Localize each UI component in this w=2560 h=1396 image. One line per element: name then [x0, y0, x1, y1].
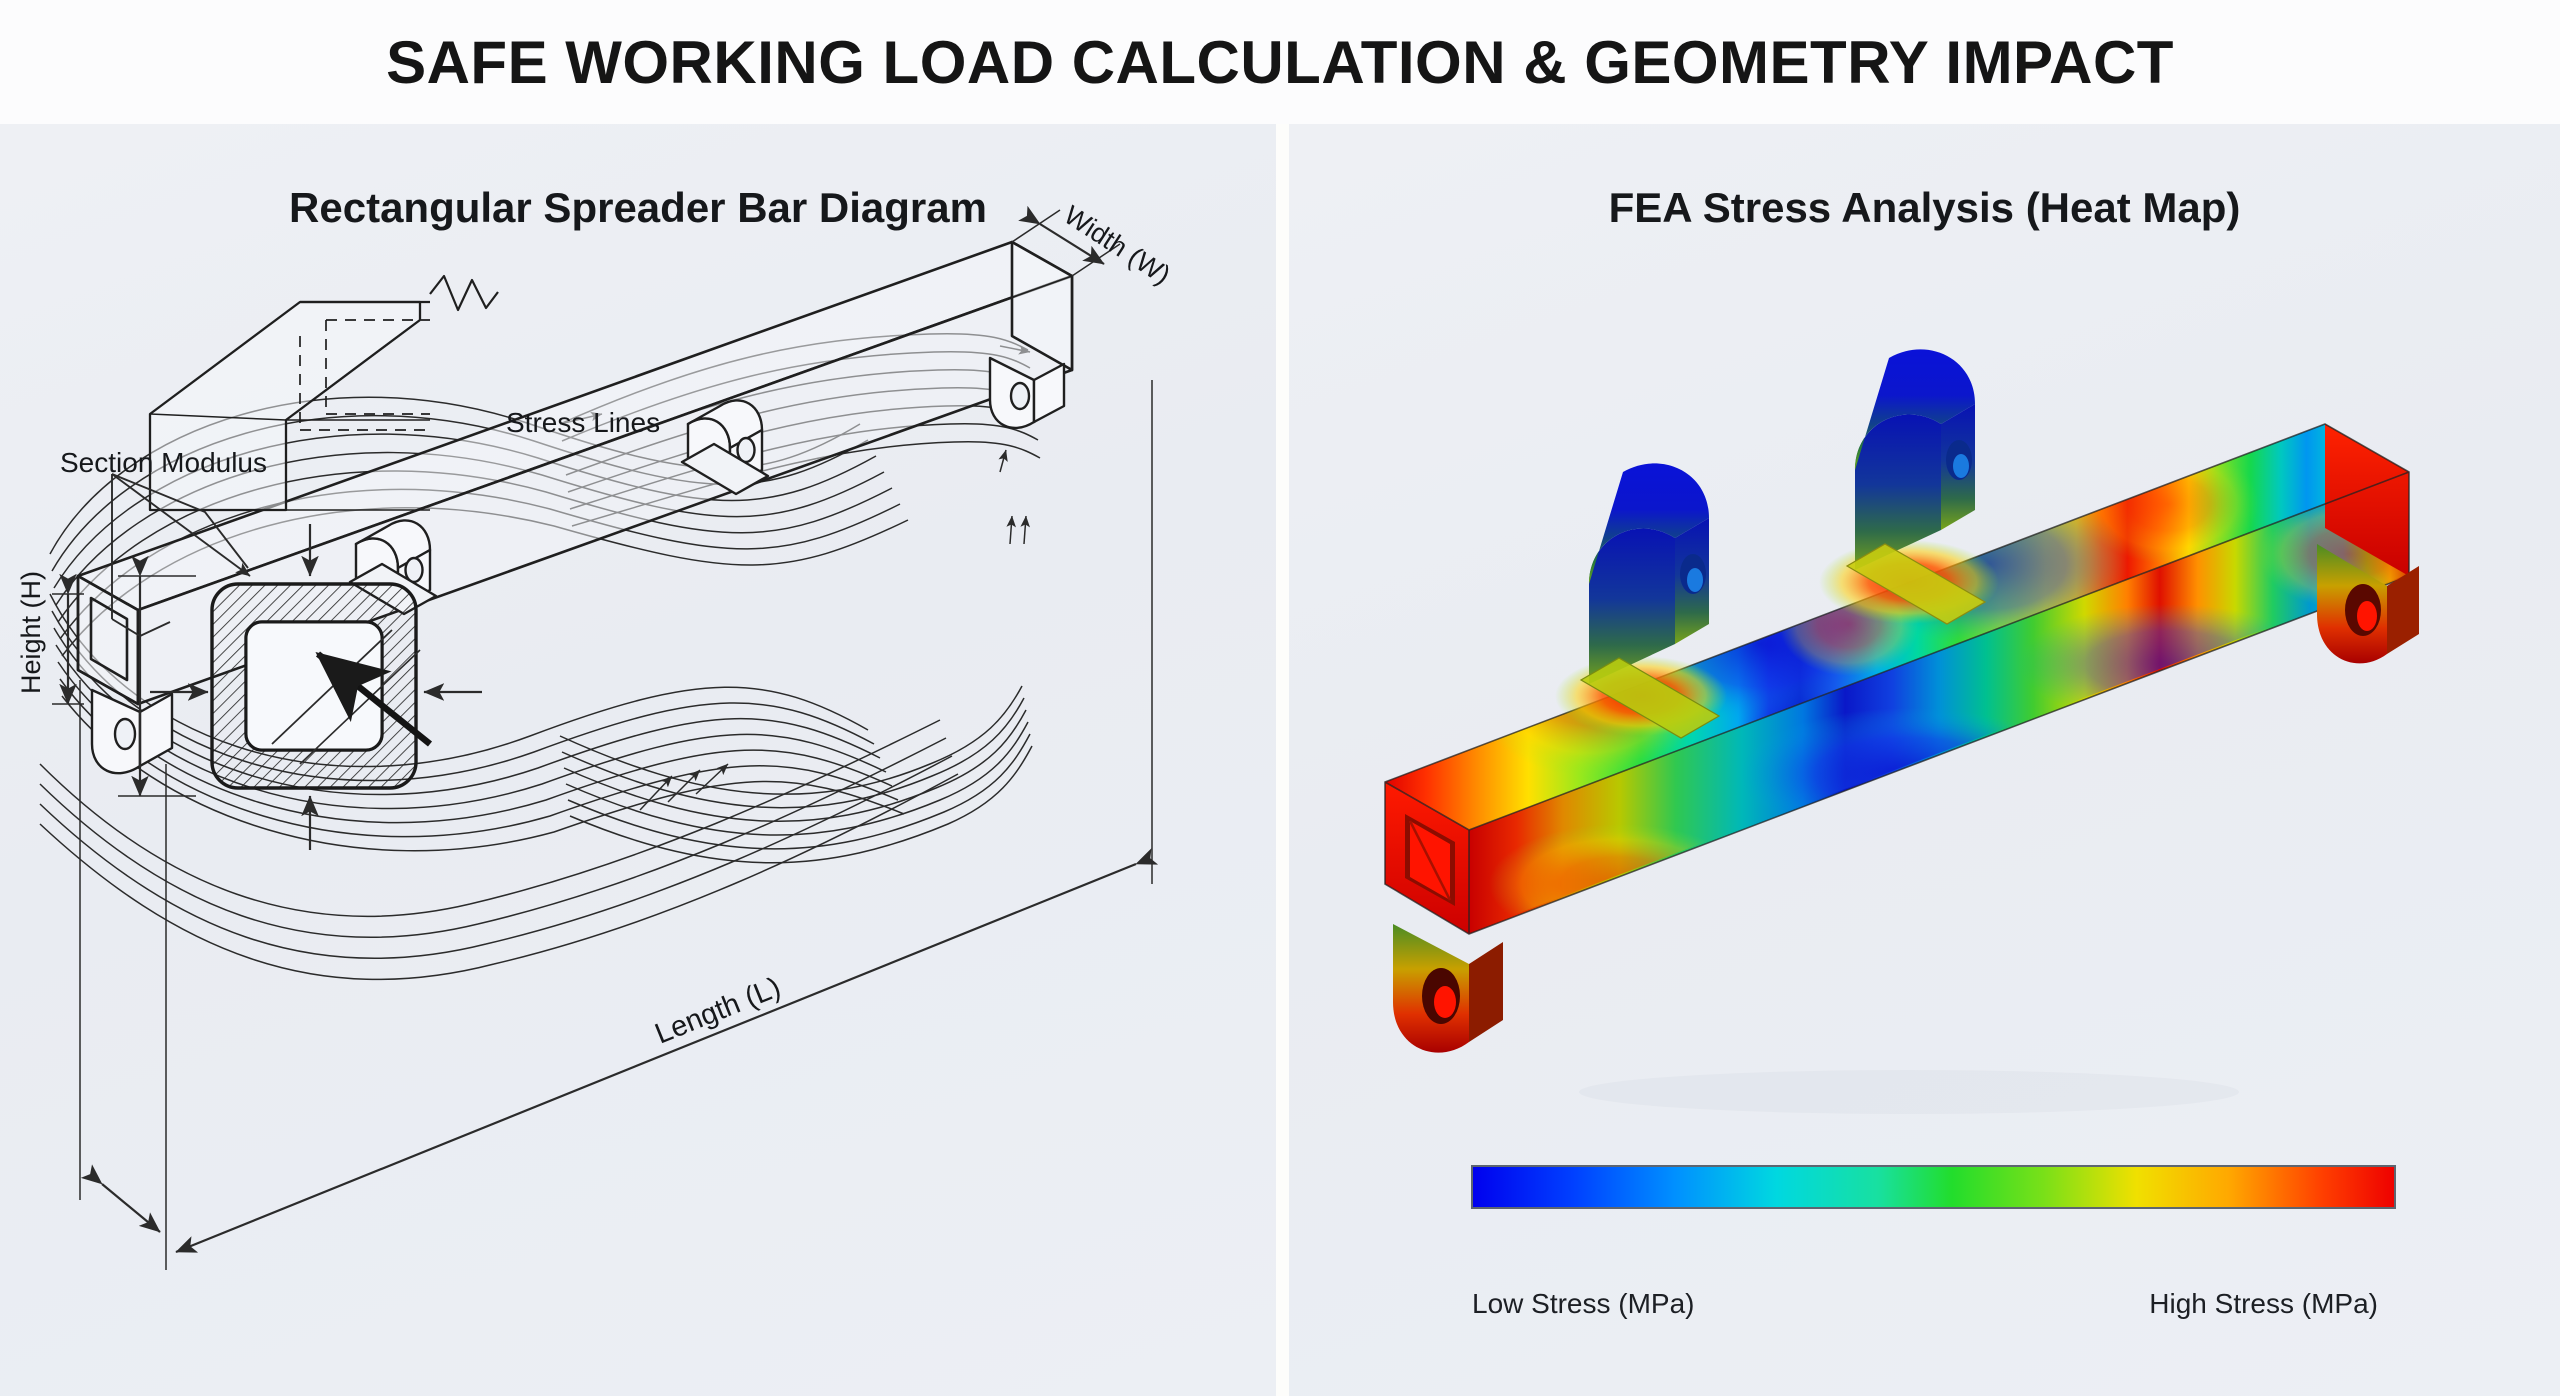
section-modulus-callout: [111, 473, 251, 638]
spreader-bar-technical-drawing: Section Modulus Stress Line: [16, 200, 1176, 1270]
page-title: SAFE WORKING LOAD CALCULATION & GEOMETRY…: [386, 28, 2174, 96]
section-view-tube: [148, 274, 499, 512]
width-label: Width (W): [1059, 200, 1176, 291]
page-header: SAFE WORKING LOAD CALCULATION & GEOMETRY…: [0, 0, 2560, 124]
heatmap-lug-right-end: [2317, 544, 2419, 664]
panel-left-title: Rectangular Spreader Bar Diagram: [289, 184, 987, 231]
height-dimension: [52, 573, 84, 705]
cross-section-hatched: [210, 582, 421, 790]
stress-lines-label: Stress Lines: [506, 407, 660, 438]
panel-divider: [1276, 124, 1289, 1396]
panel-right-title: FEA Stress Analysis (Heat Map): [1608, 184, 2241, 231]
section-modulus-label: Section Modulus: [60, 447, 267, 478]
legend-low-label: Low Stress (MPa): [1472, 1288, 1695, 1319]
heatmap-lug-left-end: [1393, 924, 1503, 1053]
panel-fea-heat-map: FEA Stress Analysis (Heat Map): [1289, 124, 2560, 1396]
heatmap-lug-inboard-1: [1555, 463, 1727, 739]
panel-spreader-bar-diagram: Rectangular Spreader Bar Diagram: [0, 124, 1276, 1396]
fea-stress-heatmap-render: [1384, 349, 2419, 1209]
legend-high-label: High Stress (MPa): [2149, 1288, 2378, 1319]
height-label: Height (H): [16, 571, 46, 694]
heatmap-lug-inboard-2: [1819, 349, 1999, 625]
cross-section-dimension-arrows: [118, 524, 482, 850]
width-dimension: [1011, 205, 1121, 277]
panels-container: Rectangular Spreader Bar Diagram: [0, 124, 2560, 1396]
length-dimension: [79, 380, 1159, 1270]
stress-color-scale: [1471, 1165, 2396, 1209]
section-to-bar-pointer: [315, 651, 433, 747]
lifting-lug-right-end: [988, 356, 1066, 430]
lifting-lug-inboard-right: [680, 399, 770, 496]
length-label: Length (L): [651, 971, 786, 1050]
